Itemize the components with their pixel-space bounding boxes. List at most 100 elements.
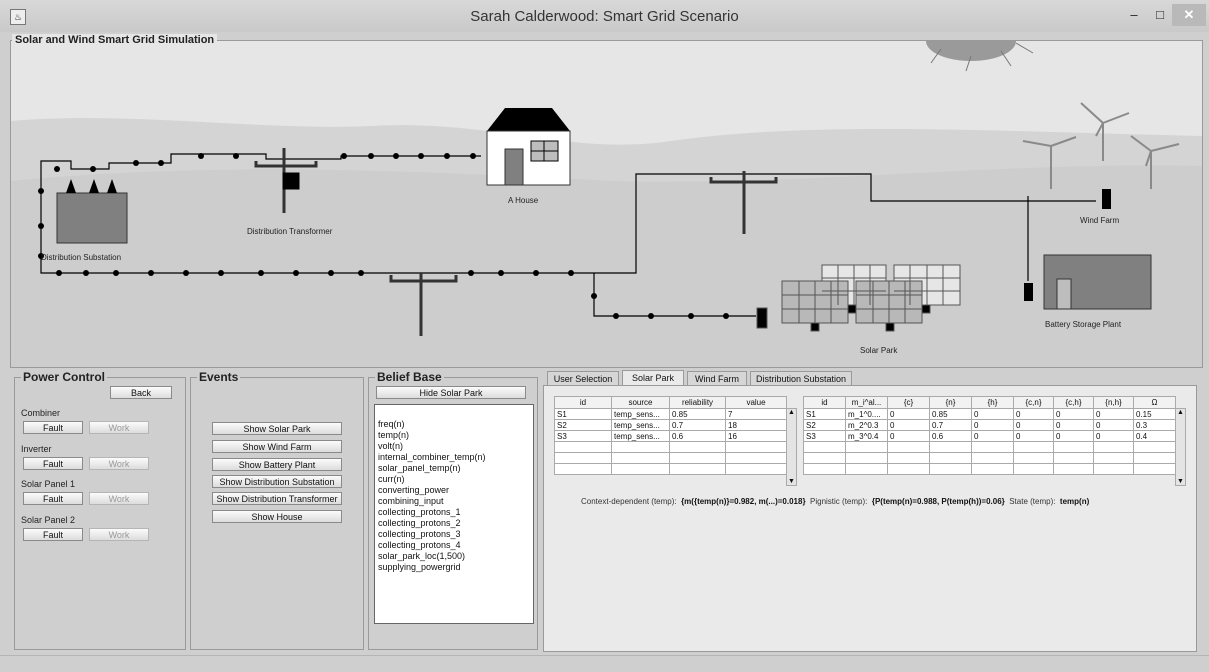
table-cell: 0 bbox=[971, 430, 1014, 442]
table-cell: 0.7 bbox=[669, 419, 726, 431]
simulation-title: Solar and Wind Smart Grid Simulation bbox=[12, 34, 218, 46]
context-dependent-value: {m({temp(n)}=0.982, m(...)=0.018} bbox=[681, 497, 806, 506]
column-header[interactable]: {c,h} bbox=[1053, 396, 1094, 409]
show-distribution-substation-button[interactable]: Show Distribution Substation bbox=[212, 475, 342, 488]
belief-base-title: Belief Base bbox=[375, 370, 444, 384]
sun-icon bbox=[926, 41, 1034, 72]
table-cell: m_1^0.... bbox=[845, 408, 888, 420]
belief-item: supplying_powergrid bbox=[378, 562, 461, 572]
table-cell: 0.6 bbox=[669, 430, 726, 442]
power-control-title: Power Control bbox=[21, 370, 108, 384]
solar-panel-1-work-button[interactable]: Work bbox=[89, 492, 149, 505]
mass-function-table[interactable]: id m_i^al... {c} {n} {h} {c,n} {c,h} {n,… bbox=[803, 396, 1176, 475]
power-line-nodes bbox=[38, 153, 729, 319]
column-header[interactable]: id bbox=[803, 396, 846, 409]
tab-solar-park[interactable]: Solar Park bbox=[622, 370, 684, 386]
show-distribution-transformer-button[interactable]: Show Distribution Transformer bbox=[212, 492, 342, 505]
table-cell: 0 bbox=[1093, 408, 1134, 420]
back-button[interactable]: Back bbox=[110, 386, 172, 399]
hide-solar-park-button[interactable]: Hide Solar Park bbox=[376, 386, 526, 399]
mass-table-scrollbar[interactable]: ▲ ▼ bbox=[1175, 408, 1186, 486]
show-wind-farm-button[interactable]: Show Wind Farm bbox=[212, 440, 342, 453]
column-header[interactable]: id bbox=[554, 396, 612, 409]
show-solar-park-button[interactable]: Show Solar Park bbox=[212, 422, 342, 435]
table-row[interactable]: S3 temp_sens... 0.6 16 bbox=[554, 430, 787, 442]
column-header[interactable]: {c,n} bbox=[1013, 396, 1054, 409]
show-battery-plant-button[interactable]: Show Battery Plant bbox=[212, 458, 342, 471]
solar-panel-2-work-button[interactable]: Work bbox=[89, 528, 149, 541]
tab-user-selection[interactable]: User Selection bbox=[547, 371, 619, 385]
combiner-work-button[interactable]: Work bbox=[89, 421, 149, 434]
power-control-panel: Power Control Back Combiner Fault Work I… bbox=[14, 370, 186, 650]
tab-distribution-substation[interactable]: Distribution Substation bbox=[750, 371, 852, 385]
sensor-table[interactable]: id source reliability value S1 temp_sens… bbox=[554, 396, 787, 475]
table-row[interactable]: S2 temp_sens... 0.7 18 bbox=[554, 419, 787, 431]
wind-farm-switch bbox=[1102, 189, 1111, 209]
table-cell: 0 bbox=[971, 419, 1014, 431]
column-header[interactable]: {c} bbox=[887, 396, 930, 409]
inverter-fault-button[interactable]: Fault bbox=[23, 457, 83, 470]
table-header-row: id source reliability value bbox=[554, 396, 787, 409]
battery-plant-label: Battery Storage Plant bbox=[1045, 320, 1122, 329]
sensor-table-scrollbar[interactable]: ▲ ▼ bbox=[786, 408, 797, 486]
table-cell: temp_sens... bbox=[611, 419, 670, 431]
belief-item: collecting_protons_3 bbox=[378, 529, 461, 539]
combiner-fault-button[interactable]: Fault bbox=[23, 421, 83, 434]
state-value: temp(n) bbox=[1059, 497, 1090, 506]
scroll-down-icon[interactable]: ▼ bbox=[788, 478, 795, 485]
state-label: State (temp): bbox=[1009, 497, 1056, 506]
belief-item: freq(n) bbox=[378, 419, 405, 429]
scroll-down-icon[interactable]: ▼ bbox=[1177, 478, 1184, 485]
column-header[interactable]: m_i^al... bbox=[845, 396, 888, 409]
show-house-button[interactable]: Show House bbox=[212, 510, 342, 523]
table-cell: temp_sens... bbox=[611, 408, 670, 420]
maximize-button[interactable]: □ bbox=[1156, 7, 1164, 22]
table-row[interactable]: S1 m_1^0.... 0 0.85 0 0 0 0 0.15 bbox=[803, 408, 1176, 420]
events-panel: Events Show Solar Park Show Wind Farm Sh… bbox=[190, 370, 364, 650]
scroll-up-icon[interactable]: ▲ bbox=[788, 409, 795, 416]
belief-item: solar_panel_temp(n) bbox=[378, 463, 461, 473]
inverter-label: Inverter bbox=[21, 444, 52, 454]
table-row[interactable]: S2 m_2^0.3 0 0.7 0 0 0 0 0.3 bbox=[803, 419, 1176, 431]
belief-item: internal_combiner_temp(n) bbox=[378, 452, 486, 462]
belief-item: solar_park_loc(1,500) bbox=[378, 551, 466, 561]
belief-base-list[interactable]: freq(n) temp(n) volt(n) internal_combine… bbox=[374, 404, 534, 624]
table-row[interactable]: S1 temp_sens... 0.85 7 bbox=[554, 408, 787, 420]
belief-item: converting_power bbox=[378, 485, 450, 495]
battery-plant-icon bbox=[1024, 254, 1152, 310]
distribution-transformer-icon bbox=[254, 148, 318, 213]
solar-panel-2-fault-button[interactable]: Fault bbox=[23, 528, 83, 541]
table-row-empty bbox=[554, 441, 787, 453]
table-cell: 0 bbox=[1013, 408, 1054, 420]
table-cell: 0 bbox=[887, 408, 930, 420]
scroll-up-icon[interactable]: ▲ bbox=[1177, 409, 1184, 416]
column-header[interactable]: Ω bbox=[1133, 396, 1176, 409]
house-icon bbox=[486, 108, 571, 186]
transformer-pole-right bbox=[709, 171, 778, 234]
inverter-work-button[interactable]: Work bbox=[89, 457, 149, 470]
column-header[interactable]: value bbox=[725, 396, 787, 409]
wind-turbine-icon bbox=[1022, 102, 1180, 189]
tab-wind-farm[interactable]: Wind Farm bbox=[687, 371, 747, 385]
table-cell: m_2^0.3 bbox=[845, 419, 888, 431]
table-cell: 0 bbox=[971, 408, 1014, 420]
table-cell: 0.6 bbox=[929, 430, 972, 442]
context-dependent-label: Context-dependent (temp): bbox=[581, 497, 677, 506]
solar-panel-1-fault-button[interactable]: Fault bbox=[23, 492, 83, 505]
table-row[interactable]: S3 m_3^0.4 0 0.6 0 0 0 0 0.4 bbox=[803, 430, 1176, 442]
solar-panel-1-label: Solar Panel 1 bbox=[21, 479, 76, 489]
column-header[interactable]: {h} bbox=[971, 396, 1014, 409]
column-header[interactable]: {n} bbox=[929, 396, 972, 409]
column-header[interactable]: source bbox=[611, 396, 670, 409]
table-row-empty bbox=[803, 463, 1176, 475]
solar-panel-icons bbox=[756, 264, 961, 332]
table-cell: 0.85 bbox=[929, 408, 972, 420]
minimize-button[interactable]: – bbox=[1130, 7, 1138, 22]
column-header[interactable]: {n,h} bbox=[1093, 396, 1134, 409]
column-header[interactable]: reliability bbox=[669, 396, 726, 409]
distribution-transformer-label: Distribution Transformer bbox=[247, 227, 333, 236]
java-icon: ♨ bbox=[10, 9, 26, 25]
table-row-empty bbox=[554, 463, 787, 475]
table-cell: temp_sens... bbox=[611, 430, 670, 442]
close-button[interactable]: ✕ bbox=[1172, 4, 1206, 26]
